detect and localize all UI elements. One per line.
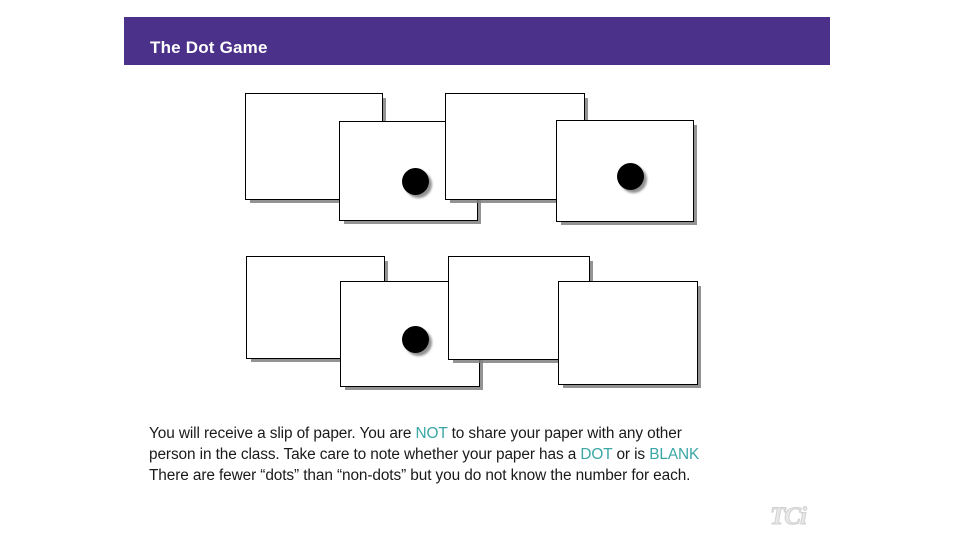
title-bar	[124, 17, 830, 65]
line2-text-b: or is	[612, 446, 650, 463]
paper-card-dot	[556, 120, 694, 222]
line1-text-a: You will receive a slip of paper. You ar…	[149, 425, 416, 442]
page-title: The Dot Game	[150, 38, 268, 57]
line1-text-b: to share your paper with any other	[447, 425, 682, 442]
line2-text-a: person in the class. Take care to note w…	[149, 446, 581, 463]
instructions-line-3: There are fewer “dots” than “non-dots” b…	[149, 467, 691, 484]
dot-mark	[617, 163, 644, 190]
tci-logo: TCi	[770, 503, 808, 531]
instructions-paragraph: You will receive a slip of paper. You ar…	[149, 423, 821, 486]
paper-card-blank	[558, 281, 698, 385]
instructions-line-2: person in the class. Take care to note w…	[149, 444, 821, 465]
dot-mark	[402, 326, 429, 353]
keyword-not: NOT	[415, 425, 448, 442]
keyword-dot: DOT	[580, 446, 613, 463]
keyword-blank: BLANK	[649, 446, 700, 463]
instructions-line-1: You will receive a slip of paper. You ar…	[149, 423, 821, 444]
dot-mark	[402, 168, 429, 195]
